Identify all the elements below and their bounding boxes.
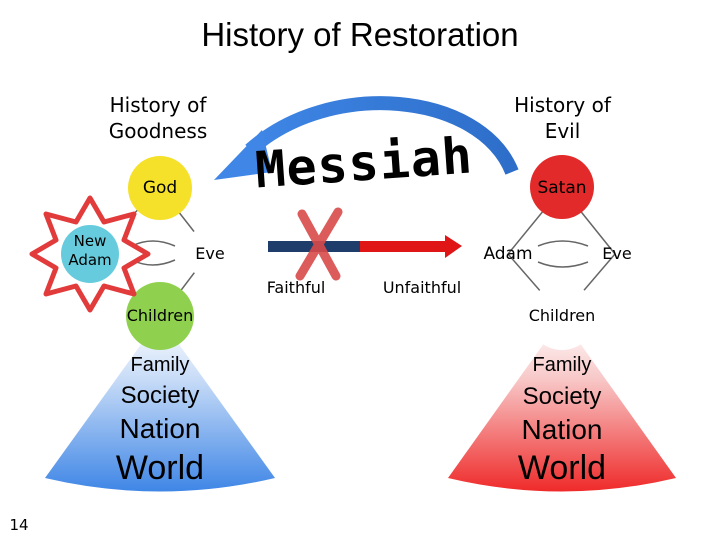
right-family-label: Family xyxy=(532,354,592,376)
unfaithful-bar xyxy=(360,241,448,252)
left-eve-circle xyxy=(184,226,236,278)
satan-circle xyxy=(530,155,594,219)
unfaithful-label: Unfaithful xyxy=(382,278,462,297)
cross-x-mark xyxy=(295,207,343,281)
satan-label: Satan xyxy=(537,178,587,198)
unfaithful-arrow-head xyxy=(445,235,462,258)
left-children-circle xyxy=(126,282,194,350)
left-nation-label: Nation xyxy=(119,413,201,444)
left-eve-label: Eve xyxy=(195,244,225,263)
right-world-label: World xyxy=(517,449,607,487)
restoration-arrow xyxy=(245,96,519,175)
faithful-label: Faithful xyxy=(266,278,326,297)
right-adam-label: Adam xyxy=(483,244,533,264)
page-number: 14 xyxy=(9,516,29,534)
history-of-evil-heading: History of Evil xyxy=(514,93,611,143)
right-nation-label: Nation xyxy=(521,414,603,445)
evil-cone xyxy=(448,318,676,492)
slide-title: History of Restoration xyxy=(201,16,519,53)
right-four-position-lines xyxy=(507,187,616,317)
history-of-goodness-heading: History of Goodness xyxy=(108,93,208,143)
god-label: God xyxy=(142,178,178,198)
new-adam-label: New Adam xyxy=(68,232,112,269)
left-world-label: World xyxy=(115,449,205,487)
goodness-cone xyxy=(45,318,275,492)
right-children-label: Children xyxy=(528,306,596,325)
left-family-label: Family xyxy=(130,354,190,376)
god-circle xyxy=(128,156,192,220)
new-adam-circle xyxy=(61,225,119,283)
left-society-label: Society xyxy=(120,382,200,409)
right-society-label: Society xyxy=(522,383,602,410)
left-children-label: Children xyxy=(126,306,194,325)
right-children-circle xyxy=(528,282,596,350)
restoration-arrow-head xyxy=(214,130,272,180)
right-eve-label: Eve xyxy=(602,244,632,263)
